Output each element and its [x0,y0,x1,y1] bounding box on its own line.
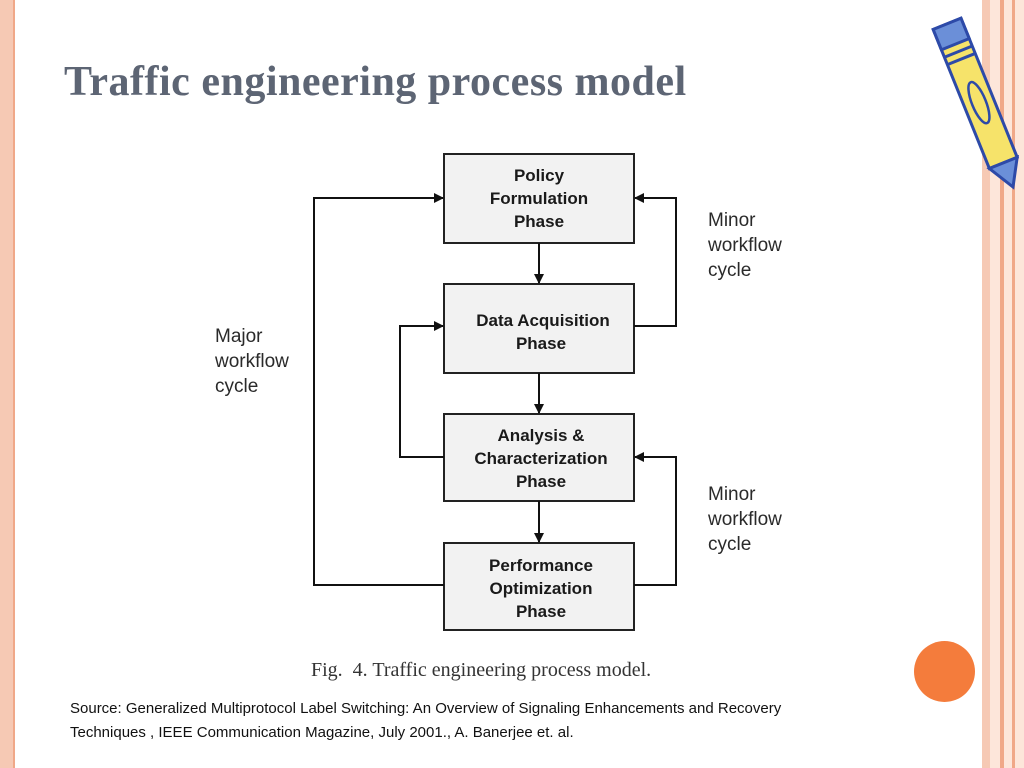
minor-cycle-top-label-line2: workflow [707,235,782,256]
source-line-2: Techniques , IEEE Communication Magazine… [70,724,574,741]
major-cycle-label-line1: Major [215,326,263,347]
orange-circle-decoration [914,641,975,702]
slide-title: Traffic engineering process model [64,59,687,105]
major-cycle-label-line3: cycle [215,376,258,397]
right-stripe-3 [1012,0,1015,768]
minor-cycle-bottom-label-line1: Minor [708,484,756,505]
minor-cycle-bottom-loop [634,452,677,586]
policy-label-line2: Formulation [490,189,588,208]
minor-cycle-bottom-label-line3: cycle [708,534,751,555]
analysis-label-line1: Analysis & [498,426,585,445]
major-cycle-loop [313,193,444,586]
analysis-characterization-box [443,413,635,502]
source-line-1: Source: Generalized Multiprotocol Label … [70,700,782,717]
analysis-to-data-loop [399,321,444,458]
performance-optimization-box [443,542,635,631]
pencil-icon [931,16,1020,190]
policy-label-line3: Phase [514,212,564,231]
minor-cycle-top-label-line3: cycle [708,260,751,281]
major-cycle-label-line2: workflow [214,351,289,372]
right-stripe-2 [1000,0,1004,768]
figure-caption: Fig. 4. Traffic engineering process mode… [311,659,651,681]
data-acquisition-label-line1: Data Acquisition [476,311,610,330]
data-acquisition-label-line2: Phase [516,334,566,353]
performance-label-line3: Phase [516,602,566,621]
left-decorative-line [13,0,15,768]
minor-cycle-bottom-label-line2: workflow [707,509,782,530]
right-stripe-1 [982,0,990,768]
analysis-label-line2: Characterization [474,449,607,468]
performance-label-line2: Optimization [490,579,593,598]
source-citation: Source: Generalized Multiprotocol Label … [70,697,950,745]
performance-label-line1: Performance [489,556,593,575]
policy-label-line1: Policy [514,166,565,185]
minor-cycle-top-label-line1: Minor [708,210,756,231]
data-acquisition-box [443,283,635,374]
analysis-label-line3: Phase [516,472,566,491]
left-decorative-stripe [0,0,13,768]
minor-cycle-top-loop [634,193,677,327]
